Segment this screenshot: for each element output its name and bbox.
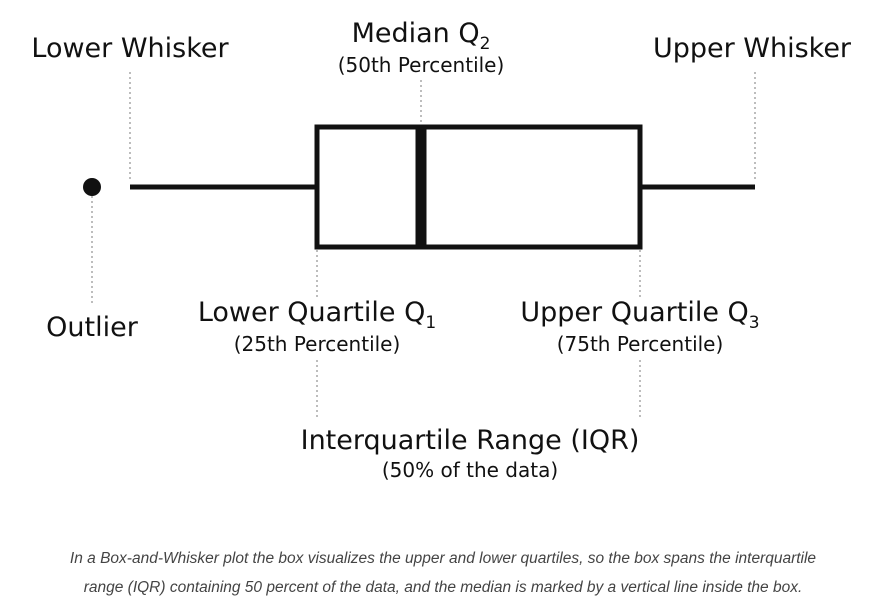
upper-quartile-note: (75th Percentile) (557, 332, 724, 356)
upper-quartile-label-subscript: 3 (749, 313, 760, 333)
median-label-subscript: 2 (480, 34, 491, 54)
median-label: Median Q2 (352, 18, 491, 54)
lower-quartile-label-subscript: 1 (425, 313, 436, 333)
figure-caption: In a Box-and-Whisker plot the box visual… (0, 544, 886, 602)
outlier-label: Outlier (46, 312, 139, 343)
outlier-point (83, 178, 101, 196)
lower-quartile-label-text: Lower Quartile Q (198, 297, 426, 328)
upper-whisker-label: Upper Whisker (653, 33, 852, 64)
iqr-label: Interquartile Range (IQR) (301, 425, 640, 456)
caption-line-2: range (IQR) containing 50 percent of the… (83, 579, 803, 596)
caption-line-1: In a Box-and-Whisker plot the box visual… (69, 550, 817, 567)
median-label-text: Median Q (352, 18, 480, 49)
guide-lines (91, 72, 756, 418)
iqr-box (314, 124, 643, 250)
median-note: (50th Percentile) (338, 53, 505, 77)
lower-quartile-note: (25th Percentile) (234, 332, 401, 356)
upper-quartile-label: Upper Quartile Q3 (520, 297, 759, 333)
upper-quartile-label-text: Upper Quartile Q (520, 297, 748, 328)
iqr-note: (50% of the data) (382, 458, 558, 482)
box-plot-diagram: Lower Whisker Upper Whisker Median Q2 (5… (31, 18, 852, 482)
lower-whisker-label: Lower Whisker (31, 33, 229, 64)
lower-quartile-label: Lower Quartile Q1 (198, 297, 436, 333)
